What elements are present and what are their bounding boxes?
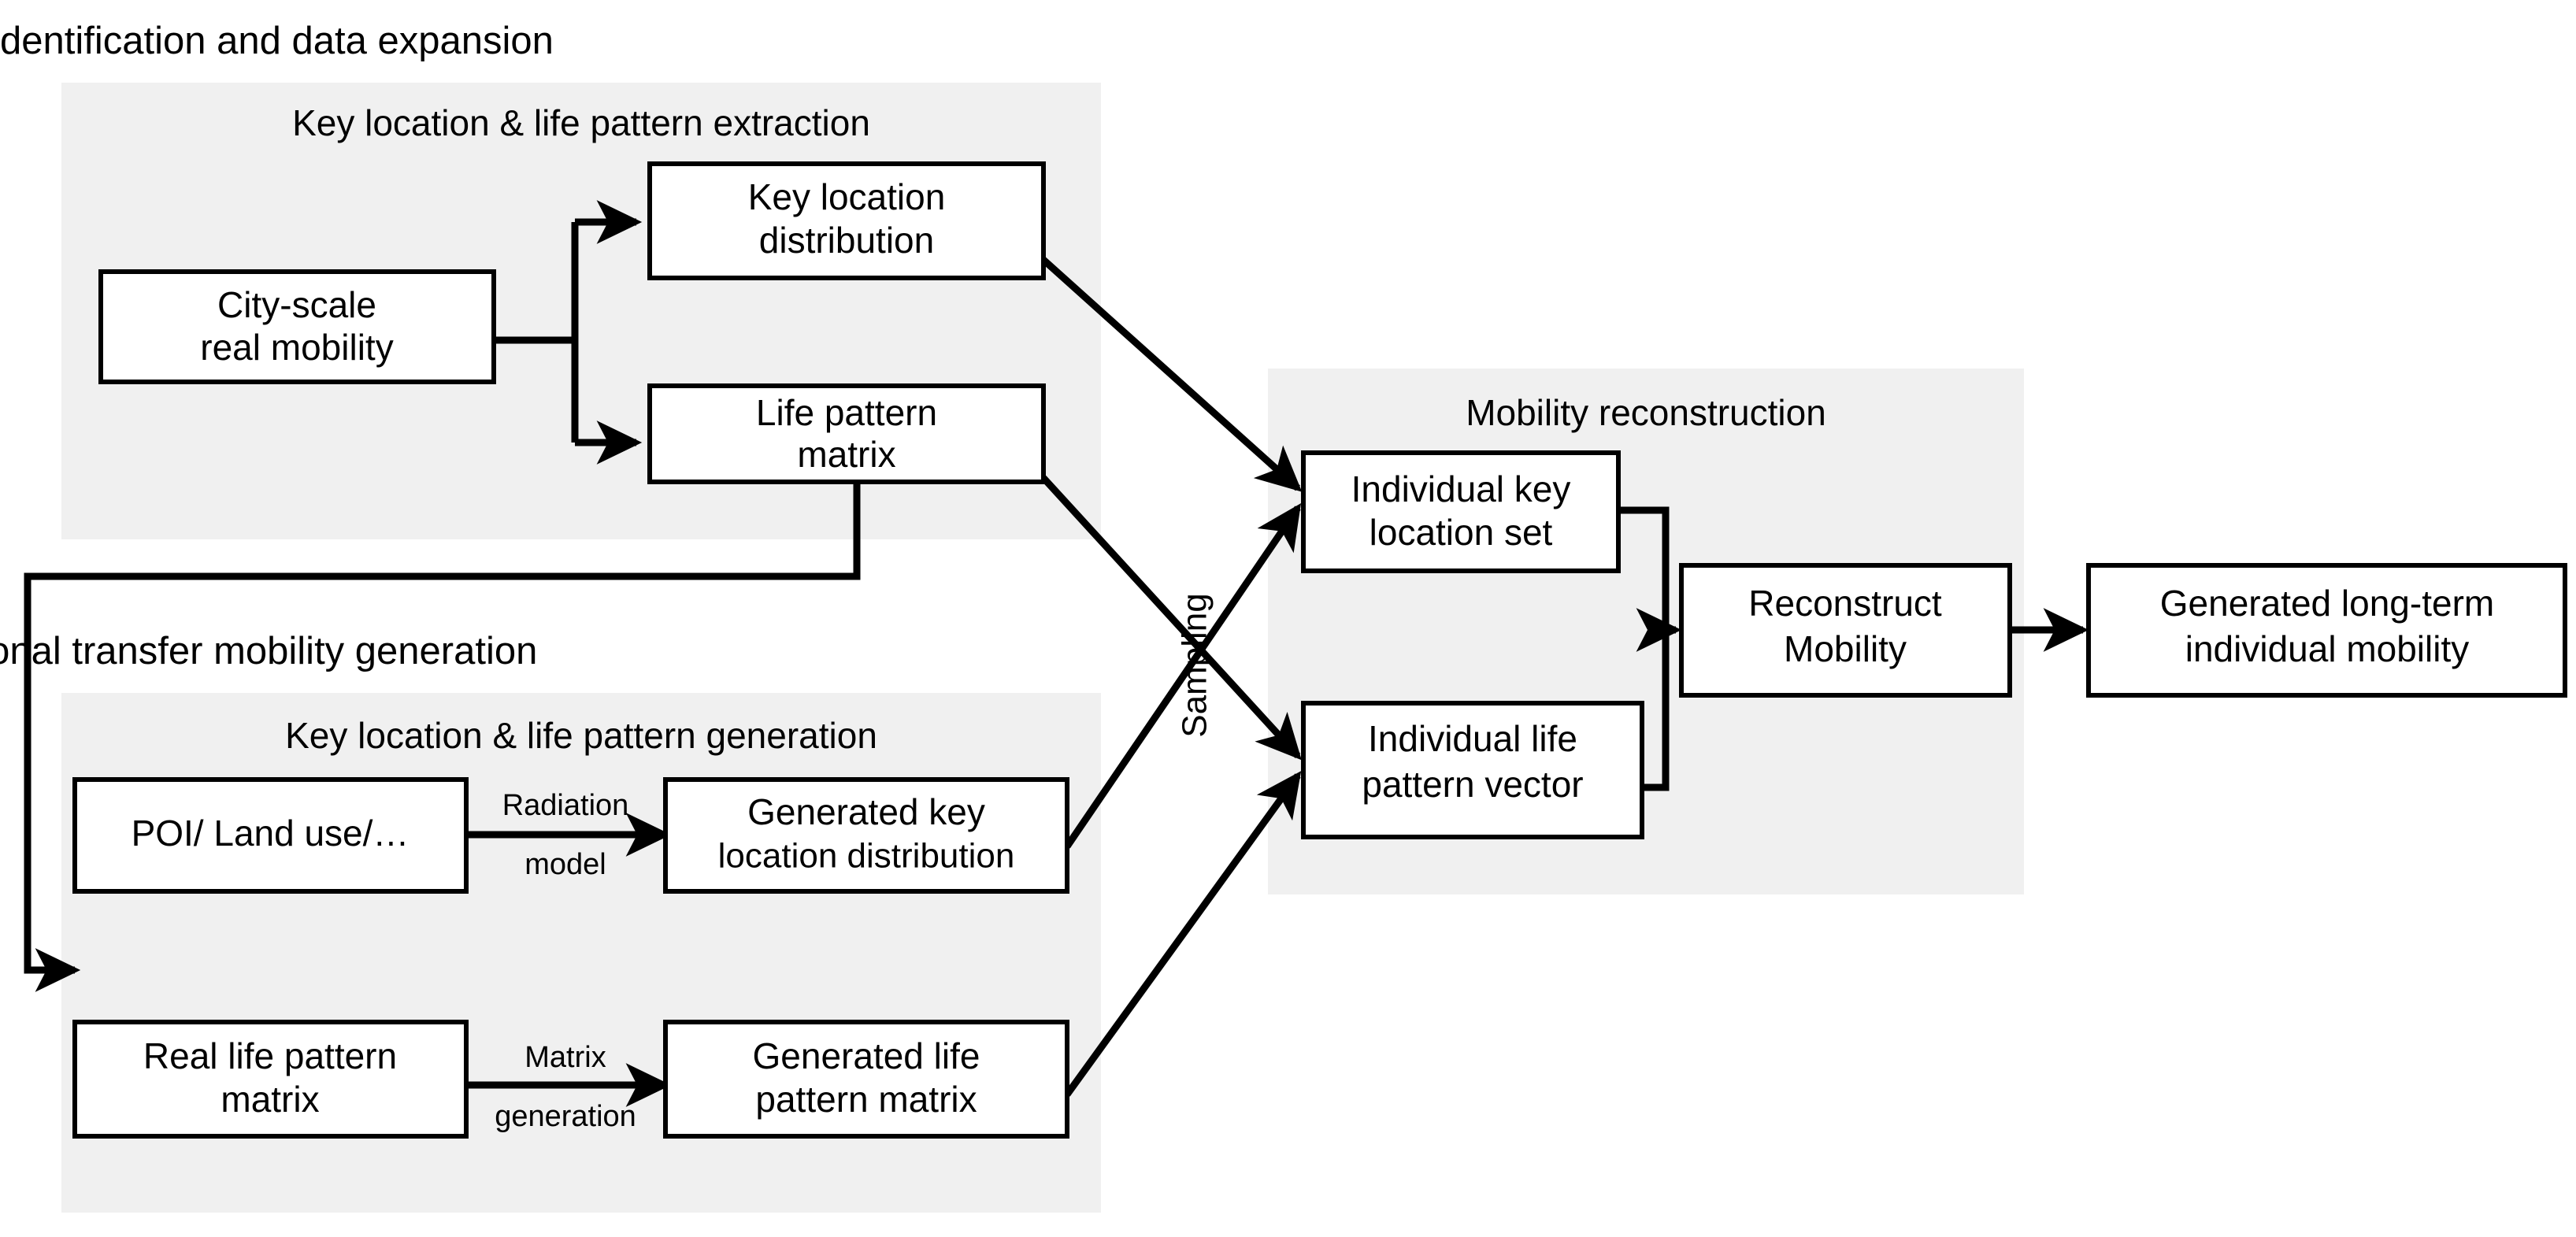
edge-label-radiation-line2: model bbox=[524, 848, 606, 881]
edge-indivkeyset-join bbox=[1618, 506, 1670, 630]
box-life-pattern-matrix[interactable] bbox=[647, 383, 1046, 484]
edge-lifematrix-to-indivlifevec bbox=[1040, 475, 1302, 761]
box-city-scale-real-mobility[interactable] bbox=[98, 269, 496, 384]
scenario-2-title: Scenario 2: Cross-regional transfer mobi… bbox=[0, 630, 537, 672]
label-real-life-pattern-matrix-line2: matrix bbox=[221, 1079, 319, 1120]
label-individual-key-location-set-line1: Individual key bbox=[1351, 469, 1571, 509]
label-output-line2: individual mobility bbox=[2185, 628, 2470, 669]
box-key-location-distribution[interactable] bbox=[647, 161, 1046, 280]
scenario-1-title: Scenario 1: Mobility de-identification a… bbox=[0, 20, 554, 62]
edge-label-matrix-line1: Matrix bbox=[524, 1041, 606, 1074]
label-real-life-pattern-matrix-line1: Real life pattern bbox=[143, 1035, 397, 1076]
panel-title-reconstruction: Mobility reconstruction bbox=[1466, 392, 1826, 433]
label-reconstruct-mobility-line1: Reconstruct bbox=[1748, 583, 1942, 624]
label-individual-key-location-set-line2: location set bbox=[1370, 512, 1553, 553]
edge-label-radiation-line1: Radiation bbox=[502, 789, 629, 822]
label-life-pattern-matrix-line2: matrix bbox=[797, 434, 895, 475]
label-generated-key-location-distribution-line1: Generated key bbox=[747, 791, 985, 832]
box-generated-key-location-distribution[interactable] bbox=[663, 777, 1069, 894]
panel-title-generation: Key location & life pattern generation bbox=[285, 715, 877, 756]
box-generated-life-pattern-matrix[interactable] bbox=[663, 1020, 1069, 1139]
label-life-pattern-matrix-line1: Life pattern bbox=[756, 392, 937, 433]
edge-genlifematrix-to-indivlifevec bbox=[1064, 771, 1302, 1097]
label-generated-life-pattern-matrix-line2: pattern matrix bbox=[755, 1079, 977, 1120]
box-individual-key-location-set[interactable] bbox=[1301, 450, 1621, 573]
label-city-scale-line2: real mobility bbox=[200, 327, 393, 368]
label-generated-key-location-distribution-line2: location distribution bbox=[718, 837, 1015, 876]
label-key-location-distribution-line1: Key location bbox=[748, 176, 946, 217]
label-reconstruct-mobility-line2: Mobility bbox=[1784, 628, 1907, 669]
edge-keydist-to-indivkeyset bbox=[1040, 257, 1303, 492]
label-city-scale-line1: City-scale bbox=[217, 284, 376, 325]
edge-genkeydist-to-indivkeyset bbox=[1064, 503, 1302, 849]
box-real-life-pattern-matrix[interactable] bbox=[72, 1020, 469, 1139]
label-poi-land-use: POI/ Land use/… bbox=[132, 813, 410, 854]
label-individual-life-pattern-vector-line2: pattern vector bbox=[1362, 764, 1583, 805]
edge-indivlifevec-join bbox=[1642, 630, 1670, 791]
label-key-location-distribution-line2: distribution bbox=[759, 220, 934, 261]
box-individual-life-pattern-vector[interactable] bbox=[1301, 701, 1644, 839]
panel-title-extraction: Key location & life pattern extraction bbox=[292, 102, 870, 143]
label-generated-life-pattern-matrix-line1: Generated life bbox=[753, 1035, 980, 1076]
edge-feedback-lifematrix-to-reallifematrix bbox=[24, 482, 861, 992]
label-individual-life-pattern-vector-line1: Individual life bbox=[1368, 718, 1577, 759]
label-sampling: Sampling bbox=[1176, 593, 1214, 737]
box-reconstruct-mobility[interactable] bbox=[1679, 563, 2012, 698]
box-generated-long-term-individual-mobility[interactable] bbox=[2086, 563, 2567, 698]
label-output-line1: Generated long-term bbox=[2160, 583, 2494, 624]
box-poi-land-use[interactable] bbox=[72, 777, 469, 894]
edge-label-matrix-line2: generation bbox=[495, 1100, 636, 1133]
